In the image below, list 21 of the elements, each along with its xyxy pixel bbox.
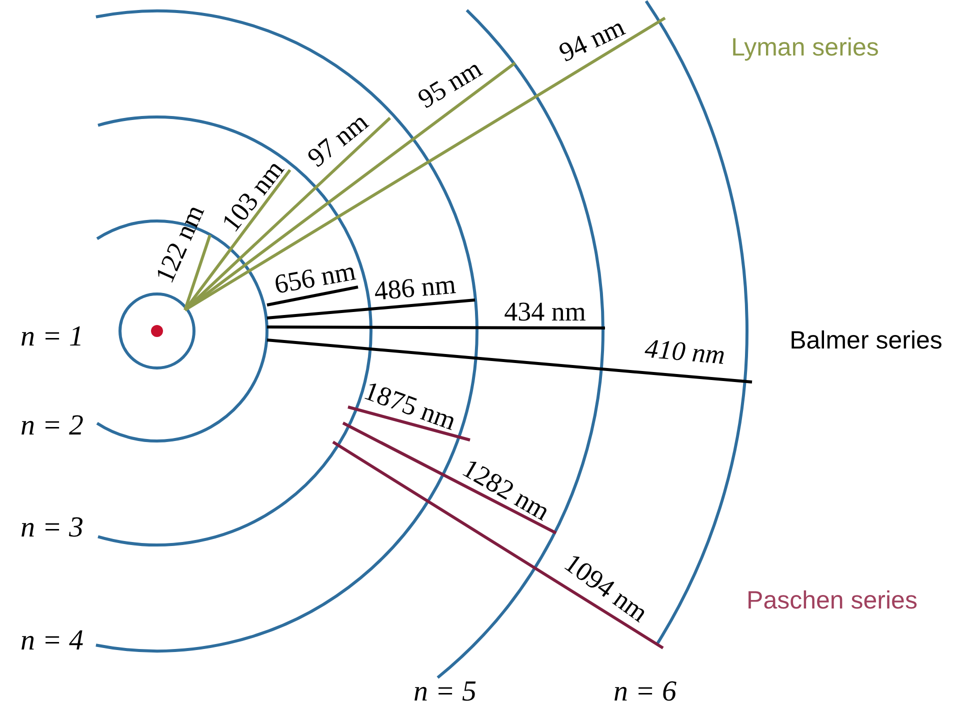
series-label: Balmer series — [790, 328, 942, 354]
wavelength-label: 1875 nm — [360, 377, 460, 435]
energy-level-label: n = 1 — [20, 322, 84, 352]
energy-level-label: n = 2 — [20, 412, 84, 440]
wavelength-label: 486 nm — [373, 271, 457, 305]
wavelength-label: 410 nm — [644, 335, 726, 369]
energy-level-label: n = 4 — [20, 626, 84, 656]
wavelength-label: 656 nm — [272, 258, 358, 298]
wavelength-label: 122 nm — [151, 201, 209, 287]
series-label: Lyman series — [731, 36, 879, 60]
series-label: Paschen series — [746, 588, 918, 614]
wavelength-label: 97 nm — [302, 108, 374, 172]
wavelength-label: 95 nm — [414, 54, 486, 114]
energy-level-label: n = 3 — [20, 514, 84, 542]
wavelength-label: 1282 nm — [458, 454, 554, 526]
wavelength-label: 94 nm — [555, 13, 629, 67]
wavelength-label: 103 nm — [217, 155, 289, 237]
energy-level-label: n = 6 — [613, 678, 677, 706]
energy-level-label: n = 5 — [413, 678, 477, 706]
wavelength-label: 434 nm — [504, 298, 586, 326]
wavelength-label: 1094 nm — [560, 549, 652, 627]
